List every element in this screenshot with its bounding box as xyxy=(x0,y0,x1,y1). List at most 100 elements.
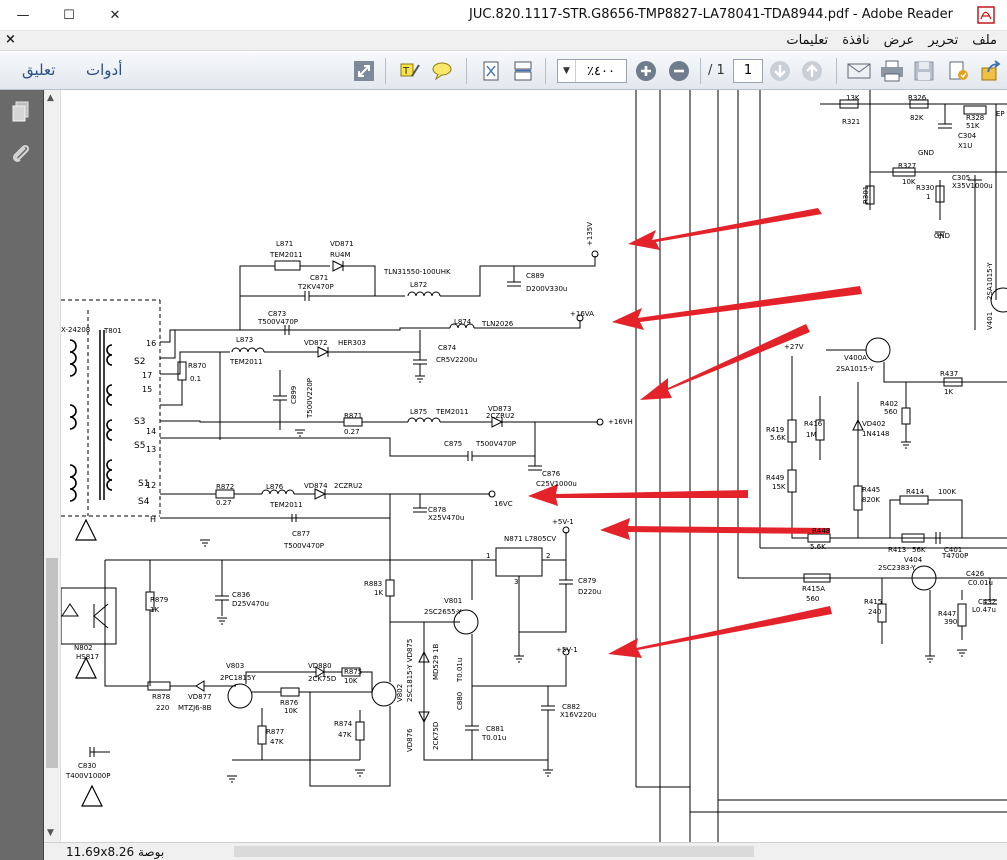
attachments-icon[interactable] xyxy=(9,142,33,166)
menu-window[interactable]: نافذة xyxy=(842,33,870,48)
label-r875: R875 xyxy=(344,668,362,676)
next-page-button[interactable] xyxy=(768,59,792,83)
label-vd874: VD874 xyxy=(304,482,328,490)
highlight-text-button[interactable]: T xyxy=(398,59,422,83)
label-n802: N802 xyxy=(74,644,93,652)
label-r413-value: 56K xyxy=(912,546,926,554)
label-vd875: 2SC1815-Y VD875 xyxy=(406,639,414,702)
label-c899-value: T500V220P xyxy=(306,378,314,419)
printer-icon xyxy=(881,60,903,82)
label-c880-value: T0.01u xyxy=(456,658,464,683)
page-number-input[interactable]: 1 xyxy=(733,59,763,83)
label-x24208: X-24208 xyxy=(61,326,90,334)
zoom-out-button[interactable] xyxy=(667,59,691,83)
highlighter-icon: T xyxy=(400,63,420,77)
label-c882-value: X16V220u xyxy=(560,711,596,719)
toolbar-separator xyxy=(466,58,467,84)
label-r415a-value: 560 xyxy=(806,595,819,603)
scroll-mode-button[interactable] xyxy=(511,59,535,83)
label-tem2011-c: TEM2011 xyxy=(435,408,469,416)
email-button[interactable] xyxy=(847,59,871,83)
close-icon: ✕ xyxy=(109,8,121,23)
label-r879: R879 xyxy=(150,596,168,604)
arrow-up-icon xyxy=(802,61,822,81)
label-r419-value: 5.6K xyxy=(770,434,786,442)
label-c879-value: D220u xyxy=(578,588,601,596)
label-82k: 82K xyxy=(910,114,924,122)
label-r875-value: 10K xyxy=(344,677,358,685)
label-c877-value: T500V470P xyxy=(283,542,324,550)
chevron-down-icon[interactable]: ▼ xyxy=(558,60,576,82)
maximize-button[interactable]: ☐ xyxy=(46,0,92,31)
scroll-down-icon[interactable]: ▼ xyxy=(47,828,54,838)
sign-button[interactable] xyxy=(946,59,970,83)
title-bar: — ☐ ✕ JUC.820.1117-STR.G8656-TMP8827-LA7… xyxy=(0,0,1007,31)
tools-pane-link[interactable]: أدوات xyxy=(86,61,123,79)
scrollbar-thumb[interactable] xyxy=(46,558,58,768)
label-n871: N871 L7805CV xyxy=(504,535,556,543)
label-2czru2: 2CZRU2 xyxy=(486,412,515,420)
close-button[interactable]: ✕ xyxy=(92,0,138,31)
previous-page-button[interactable] xyxy=(800,59,824,83)
menu-help[interactable]: تعليمات xyxy=(786,33,829,48)
fullscreen-button[interactable] xyxy=(352,59,376,83)
label-c304-value: X1U xyxy=(958,142,972,150)
envelope-icon xyxy=(847,63,871,79)
label-r330-value: 1 xyxy=(926,193,930,201)
label-r883-value: 1K xyxy=(374,589,383,597)
menu-file[interactable]: ملف xyxy=(972,33,997,48)
label-r415: R415 xyxy=(864,598,882,606)
toolbar: تعليق أدوات T ▼ ٤٠٠٪ / 1 1 xyxy=(0,52,1007,90)
save-button[interactable] xyxy=(912,59,936,83)
label-r415a: R415A xyxy=(802,585,825,593)
label-c874: C874 xyxy=(438,344,457,352)
label-s5: S5 xyxy=(134,441,145,451)
label-c876: C876 xyxy=(542,470,561,478)
label-c881-value: T0.01u xyxy=(481,734,506,742)
print-button[interactable] xyxy=(880,59,904,83)
label-v802: V802 xyxy=(396,684,404,702)
vertical-scrollbar[interactable]: ▲ ▼ xyxy=(44,90,61,842)
horizontal-scrollbar[interactable] xyxy=(234,846,754,857)
minimize-button[interactable]: — xyxy=(0,0,46,31)
label-r877: R877 xyxy=(266,728,284,736)
adobe-reader-icon xyxy=(977,6,995,24)
zoom-in-button[interactable] xyxy=(634,59,658,83)
sign-document-icon xyxy=(949,61,968,80)
menu-view[interactable]: عرض xyxy=(883,33,915,48)
label-r878-value: 220 xyxy=(156,704,169,712)
label-p16va: +16VA xyxy=(570,310,594,318)
label-t500v470p: T500V470P xyxy=(257,318,298,326)
label-c882: C882 xyxy=(562,703,580,711)
close-document-button[interactable]: × xyxy=(5,32,16,47)
sticky-note-button[interactable] xyxy=(430,59,454,83)
label-p135v: +135V xyxy=(586,222,594,246)
label-r437-value: 1K xyxy=(944,388,953,396)
label-r870: R870 xyxy=(188,362,206,370)
label-hs817: HS817 xyxy=(76,653,99,661)
label-v400a: V400A xyxy=(844,354,867,362)
zoom-select[interactable]: ▼ ٤٠٠٪ xyxy=(557,59,627,83)
share-button[interactable] xyxy=(979,59,1003,83)
label-c305-value: X35V1000u xyxy=(952,182,993,190)
menu-bar: × ملف تحرير عرض نافذة تعليمات xyxy=(0,31,1007,51)
document-view[interactable]: L871 TEM2011 VD871 RU4M C871 T2KV470P TL… xyxy=(61,90,1007,842)
arrow-down-icon xyxy=(770,61,790,81)
label-l871: L871 xyxy=(276,240,293,248)
label-t801: T801 xyxy=(103,327,122,335)
page-thumbnails-icon[interactable] xyxy=(9,100,33,124)
label-c836: C836 xyxy=(232,591,251,599)
label-c305: C305 xyxy=(952,174,970,182)
menu-edit[interactable]: تحرير xyxy=(928,33,959,48)
fit-page-button[interactable] xyxy=(479,59,503,83)
label-l872: L872 xyxy=(410,281,427,289)
label-p5v1-a: +5V-1 xyxy=(552,518,574,526)
label-c881: C881 xyxy=(486,725,504,733)
comment-pane-link[interactable]: تعليق xyxy=(22,61,56,79)
label-vd875-type: MD529 1B xyxy=(432,644,440,680)
label-ru4m: RU4M xyxy=(330,251,350,259)
label-t2kv470p: T2KV470P xyxy=(297,283,334,291)
label-r447: R447 xyxy=(938,610,956,618)
fit-page-icon xyxy=(483,61,499,81)
scroll-up-icon[interactable]: ▲ xyxy=(47,93,54,103)
